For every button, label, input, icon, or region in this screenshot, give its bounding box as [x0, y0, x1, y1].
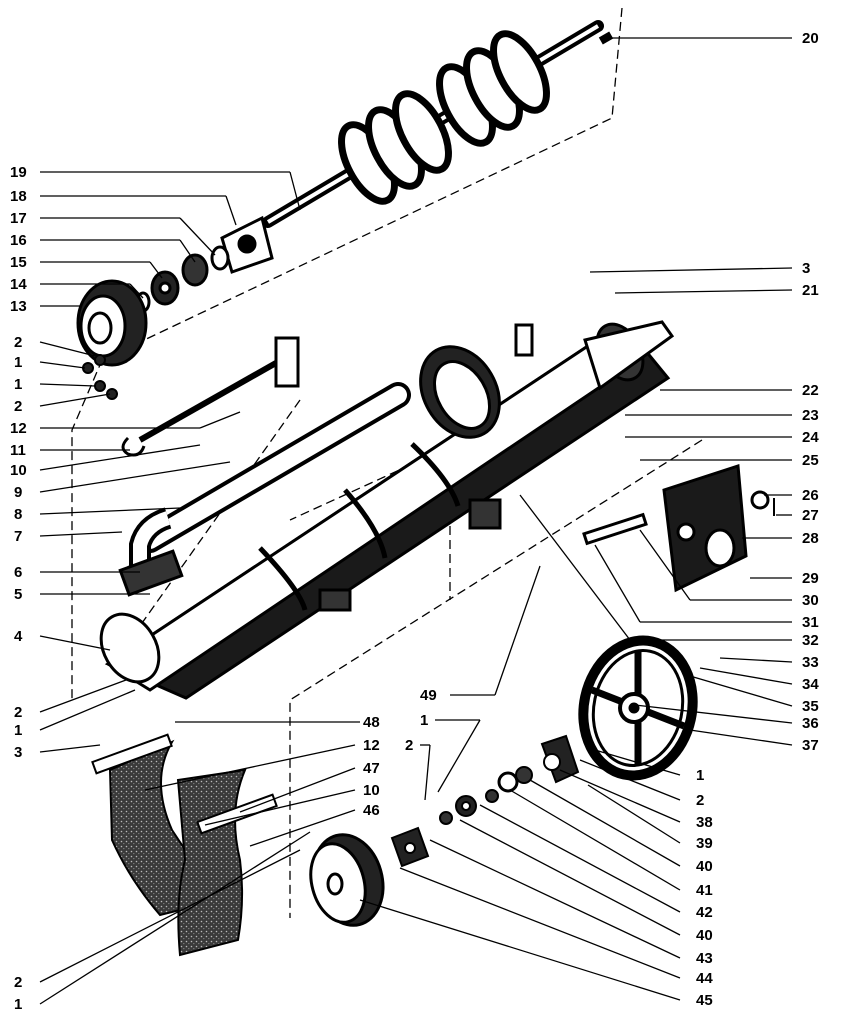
callout-39: 39	[696, 835, 713, 852]
callout-12-center: 12	[363, 737, 380, 754]
callout-1-left-d: 1	[14, 996, 22, 1013]
callouts-center: 49 1 2 48 12 47 10 46	[363, 687, 437, 819]
auger-shaft	[262, 20, 614, 228]
callout-44: 44	[696, 970, 713, 987]
callout-35: 35	[802, 698, 819, 715]
callout-43: 43	[696, 950, 713, 967]
callout-2-left-d: 2	[14, 974, 22, 991]
callout-22: 22	[802, 382, 819, 399]
callout-34: 34	[802, 676, 819, 693]
callout-37: 37	[802, 737, 819, 754]
auger-flights	[338, 30, 550, 205]
callout-1-right: 1	[696, 767, 704, 784]
callout-1-left-b: 1	[14, 376, 22, 393]
leader-lines	[39, 37, 793, 1005]
callout-12: 12	[10, 420, 27, 437]
callouts-left: 19 18 17 16 15 14 13 2 1 1 2 12 11 10 9 …	[10, 164, 27, 1013]
right-bracket-plate	[582, 463, 775, 593]
callout-41: 41	[696, 882, 713, 899]
callout-45: 45	[696, 992, 713, 1009]
callout-40: 40	[696, 858, 713, 875]
callout-49: 49	[420, 687, 437, 704]
callout-4: 4	[14, 628, 23, 645]
callout-40-lower: 40	[696, 927, 713, 944]
callout-3: 3	[802, 260, 810, 277]
callout-20: 20	[802, 30, 819, 47]
callout-7: 7	[14, 528, 22, 545]
pipe-assembly	[118, 336, 411, 597]
callout-36: 36	[802, 715, 819, 732]
callout-9: 9	[14, 484, 22, 501]
callout-24: 24	[802, 429, 819, 446]
callout-15: 15	[10, 254, 27, 271]
callout-13: 13	[10, 298, 27, 315]
callout-8: 8	[14, 506, 22, 523]
callout-1-left-a: 1	[14, 354, 22, 371]
callout-1-left-c: 1	[14, 722, 22, 739]
callout-33: 33	[802, 654, 819, 671]
callout-17: 17	[10, 210, 27, 227]
callout-2-left-b: 2	[14, 398, 22, 415]
callout-5: 5	[14, 586, 22, 603]
callout-48: 48	[363, 714, 380, 731]
callout-18: 18	[10, 188, 27, 205]
callout-38: 38	[696, 814, 713, 831]
callout-2-left-c: 2	[14, 704, 22, 721]
callout-10-center: 10	[363, 782, 380, 799]
callout-2-right: 2	[696, 792, 704, 809]
callout-19: 19	[10, 164, 27, 181]
callout-2-left-a: 2	[14, 334, 22, 351]
callout-2-center: 2	[405, 737, 413, 754]
callout-29: 29	[802, 570, 819, 587]
callout-27: 27	[802, 507, 819, 524]
callout-42: 42	[696, 904, 713, 921]
lower-bearing-cluster	[390, 734, 580, 868]
bearing-assembly	[135, 215, 274, 313]
callout-28: 28	[802, 530, 819, 547]
callout-32: 32	[802, 632, 819, 649]
callout-11: 11	[10, 442, 26, 459]
callout-3-left: 3	[14, 744, 22, 761]
callout-6: 6	[14, 564, 22, 581]
trough-housing	[99, 320, 675, 700]
callout-10: 10	[10, 462, 27, 479]
callouts-right: 20 3 21 22 23 24 25 26 27 28 29 30 31 32…	[696, 30, 819, 1009]
callout-30: 30	[802, 592, 819, 609]
callout-25: 25	[802, 452, 819, 469]
callout-47: 47	[363, 760, 380, 777]
chute-panels	[91, 733, 278, 957]
callout-21: 21	[802, 282, 819, 299]
callout-31: 31	[802, 614, 819, 631]
callout-23: 23	[802, 407, 819, 424]
callout-1-center: 1	[420, 712, 428, 729]
pulley-wheel	[578, 635, 698, 781]
callout-26: 26	[802, 487, 819, 504]
callout-16: 16	[10, 232, 27, 249]
end-plate-disc	[76, 279, 148, 367]
callout-46: 46	[363, 802, 380, 819]
callout-14: 14	[10, 276, 27, 293]
lower-end-disc	[309, 833, 385, 927]
